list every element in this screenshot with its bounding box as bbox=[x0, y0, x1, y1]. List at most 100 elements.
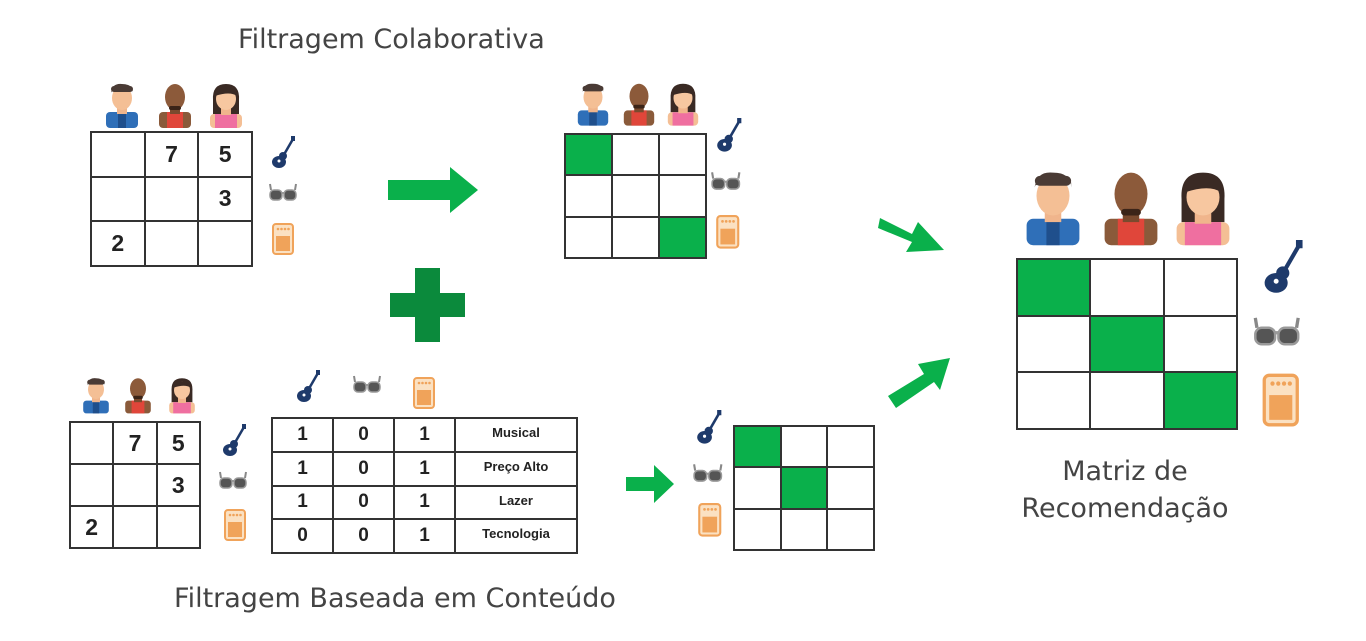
matrix-cell bbox=[611, 215, 660, 260]
matrix-cell bbox=[658, 132, 707, 177]
result-title-line1: Matriz de bbox=[1062, 456, 1188, 487]
feature-value-cell: 1 bbox=[393, 484, 456, 521]
highlighted-cell bbox=[733, 424, 782, 469]
rating-cell bbox=[68, 421, 115, 465]
matrix-cell bbox=[1015, 314, 1092, 374]
rating-cell bbox=[197, 220, 253, 267]
rating-cell bbox=[143, 175, 200, 223]
user-avatar-man-red bbox=[159, 84, 191, 128]
content-based-title: Filtragem Baseada em Conteúdo bbox=[174, 583, 616, 614]
feature-value-cell: 1 bbox=[271, 417, 334, 453]
arrow-right-icon bbox=[626, 465, 674, 503]
highlighted-cell bbox=[1015, 258, 1092, 317]
feature-value-cell: 0 bbox=[332, 484, 395, 521]
rating-cell: 5 bbox=[155, 421, 202, 465]
user-avatar-man-red bbox=[623, 83, 655, 126]
user-avatar-woman-pink bbox=[1176, 172, 1230, 246]
pedal-icon bbox=[224, 509, 246, 541]
matrix-cell bbox=[779, 424, 829, 469]
pedal-icon bbox=[1262, 373, 1299, 427]
rating-cell bbox=[68, 463, 115, 507]
feature-label-cell: Lazer bbox=[454, 484, 578, 521]
feature-value-cell: 1 bbox=[393, 450, 456, 487]
user-avatar-man-blue bbox=[83, 378, 109, 414]
rating-cell: 7 bbox=[112, 421, 158, 465]
pedal-icon bbox=[413, 377, 435, 409]
user-avatar-man-red bbox=[1104, 172, 1158, 246]
feature-value-cell: 1 bbox=[271, 484, 334, 521]
user-avatar-man-blue bbox=[1026, 172, 1080, 246]
feature-value-cell: 1 bbox=[271, 450, 334, 487]
user-avatar-man-blue bbox=[577, 83, 609, 126]
user-avatar-woman-pink bbox=[210, 84, 242, 128]
matrix-cell bbox=[779, 507, 829, 552]
matrix-cell bbox=[733, 466, 782, 510]
rating-cell: 2 bbox=[68, 505, 115, 549]
matrix-cell bbox=[564, 174, 613, 218]
highlighted-cell bbox=[1162, 371, 1239, 430]
matrix-cell bbox=[826, 424, 875, 469]
arrow-right-icon bbox=[388, 167, 478, 213]
result-title-line2: Recomendação bbox=[1021, 493, 1229, 524]
sunglasses-icon bbox=[711, 172, 741, 190]
guitar-icon bbox=[717, 118, 742, 152]
user-avatar-man-red bbox=[125, 378, 151, 414]
guitar-icon bbox=[1264, 240, 1303, 293]
pedal-icon bbox=[698, 503, 722, 537]
matrix-cell bbox=[1015, 371, 1092, 430]
matrix-cell bbox=[1162, 314, 1239, 374]
highlighted-cell bbox=[564, 132, 613, 177]
highlighted-cell bbox=[1089, 314, 1165, 374]
guitar-icon bbox=[297, 370, 320, 402]
arrow-down-right-icon bbox=[878, 218, 944, 252]
rating-cell bbox=[143, 220, 200, 267]
rating-cell: 7 bbox=[143, 131, 200, 178]
matrix-cell bbox=[564, 215, 613, 260]
rating-cell bbox=[155, 505, 202, 549]
pedal-icon bbox=[716, 215, 740, 249]
feature-value-cell: 0 bbox=[332, 450, 395, 487]
result-title: Matriz de Recomendação bbox=[995, 453, 1255, 527]
rating-cell: 3 bbox=[155, 463, 202, 507]
rating-cell bbox=[112, 505, 158, 549]
feature-label-cell: Preço Alto bbox=[454, 450, 578, 487]
feature-value-cell: 1 bbox=[393, 518, 456, 554]
matrix-cell bbox=[1089, 371, 1165, 430]
sunglasses-icon bbox=[1253, 317, 1300, 346]
sunglasses-icon bbox=[219, 471, 247, 489]
final-recommendation-matrix bbox=[1015, 258, 1239, 430]
matrix-cell bbox=[733, 507, 782, 552]
matrix-cell bbox=[611, 174, 660, 218]
highlighted-cell bbox=[658, 215, 707, 260]
feature-label-cell: Tecnologia bbox=[454, 518, 578, 554]
matrix-cell bbox=[1089, 258, 1165, 317]
feature-value-cell: 0 bbox=[332, 417, 395, 453]
rating-cell: 5 bbox=[197, 131, 253, 178]
collaborative-result-matrix bbox=[564, 132, 707, 260]
feature-value-cell: 1 bbox=[393, 417, 456, 453]
feature-value-cell: 0 bbox=[332, 518, 395, 554]
rating-cell bbox=[112, 463, 158, 507]
rating-cell: 3 bbox=[197, 175, 253, 223]
sunglasses-icon bbox=[693, 464, 723, 482]
sunglasses-icon bbox=[269, 183, 297, 201]
plus-icon bbox=[390, 268, 465, 342]
user-avatar-woman-pink bbox=[667, 83, 699, 126]
matrix-cell bbox=[826, 466, 875, 510]
highlighted-cell bbox=[779, 466, 829, 510]
rating-cell bbox=[90, 131, 146, 178]
matrix-cell bbox=[611, 132, 660, 177]
guitar-icon bbox=[223, 424, 246, 456]
matrix-cell bbox=[658, 174, 707, 218]
user-avatar-woman-pink bbox=[169, 378, 195, 414]
feature-label-cell: Musical bbox=[454, 417, 578, 453]
matrix-cell bbox=[826, 507, 875, 552]
collaborative-title: Filtragem Colaborativa bbox=[238, 24, 545, 55]
user-avatar-man-blue bbox=[106, 83, 138, 128]
guitar-icon bbox=[697, 410, 722, 444]
pedal-icon bbox=[272, 223, 294, 255]
feature-value-cell: 0 bbox=[271, 518, 334, 554]
